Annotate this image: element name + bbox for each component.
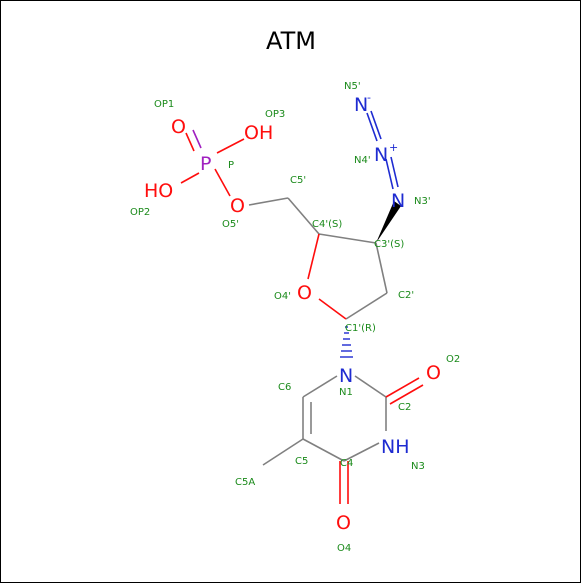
- label-n5p: N5': [344, 81, 361, 92]
- bond-p-o5: [214, 168, 231, 197]
- label-c2: C2: [398, 402, 411, 413]
- bond-c3-c2: [375, 242, 388, 294]
- label-n1: N1: [339, 387, 353, 398]
- label-c4p: C4'(S): [312, 219, 342, 230]
- label-op1: OP1: [154, 99, 174, 110]
- label-op3: OP3: [265, 109, 285, 120]
- atom-oh-op3: OH: [244, 122, 273, 144]
- label-c5: C5: [295, 456, 308, 467]
- label-c5p: C5': [290, 175, 306, 186]
- label-c4: C4: [340, 458, 353, 469]
- label-c2p: C2': [398, 290, 414, 301]
- bond-p-op1: [185, 132, 195, 152]
- bond-c4-n3: [343, 442, 380, 462]
- bond-n1-c6: [302, 375, 338, 398]
- atom-n-n3p: N: [391, 190, 405, 212]
- label-n3: N3: [411, 461, 425, 472]
- atom-o-o5: O: [230, 195, 245, 217]
- bond-c5-c4: [302, 438, 345, 462]
- atom-nh-n3: NH: [381, 436, 410, 458]
- bond-p-op3: [216, 138, 245, 154]
- diagram-title: ATM: [266, 27, 316, 55]
- charge-minus: -: [367, 91, 371, 104]
- label-p: P: [228, 160, 234, 171]
- atom-o-o4: O: [336, 512, 351, 534]
- bond-c2-o2: [385, 377, 420, 398]
- bond-o5-c5: [248, 197, 289, 206]
- label-o4: O4: [337, 543, 351, 554]
- atom-o-op1: O: [171, 116, 186, 138]
- wedge-c3-n3p: [376, 201, 401, 243]
- label-c5a: C5A: [235, 477, 255, 488]
- bond-p-op1-double: [192, 129, 202, 149]
- label-op2: OP2: [130, 207, 150, 218]
- label-o5p: O5': [222, 219, 239, 230]
- bond-c2-c1: [345, 292, 388, 320]
- bond-n5p-n4p: [366, 112, 378, 142]
- bond-n4p-n3p: [385, 158, 394, 190]
- label-c1p: C1'(R): [345, 323, 376, 334]
- atom-n-n1: N: [339, 365, 353, 387]
- bond-c5-c5a: [262, 438, 304, 466]
- atom-n-n4p: N: [374, 144, 388, 166]
- bond-c4-c3: [318, 233, 377, 244]
- bond-c1-o4: [318, 298, 347, 320]
- label-o4p: O4': [274, 291, 291, 302]
- atom-o-o4p: O: [297, 282, 312, 304]
- label-n4p: N4': [354, 155, 371, 166]
- bond-c2-n1: [354, 375, 387, 398]
- label-n3p: N3': [414, 196, 431, 207]
- charge-plus: +: [389, 141, 398, 154]
- atom-n-n5p: N: [354, 94, 368, 116]
- atom-p: P: [200, 153, 211, 175]
- atom-ho-op2: HO: [144, 180, 173, 202]
- label-c6: C6: [278, 382, 291, 393]
- label-o2: O2: [446, 354, 460, 365]
- hash-c1-n1: [340, 326, 353, 358]
- bond-o4-c4: [307, 233, 320, 280]
- atom-o-o2: O: [426, 362, 441, 384]
- bond-n5p-n4p-double: [370, 110, 382, 140]
- bond-c5-c4: [287, 197, 320, 235]
- bond-n4p-n3p-double: [390, 156, 399, 188]
- label-c3p: C3'(S): [374, 239, 404, 250]
- bond-c2-o2-double: [389, 384, 424, 405]
- bond-p-op2: [180, 172, 200, 184]
